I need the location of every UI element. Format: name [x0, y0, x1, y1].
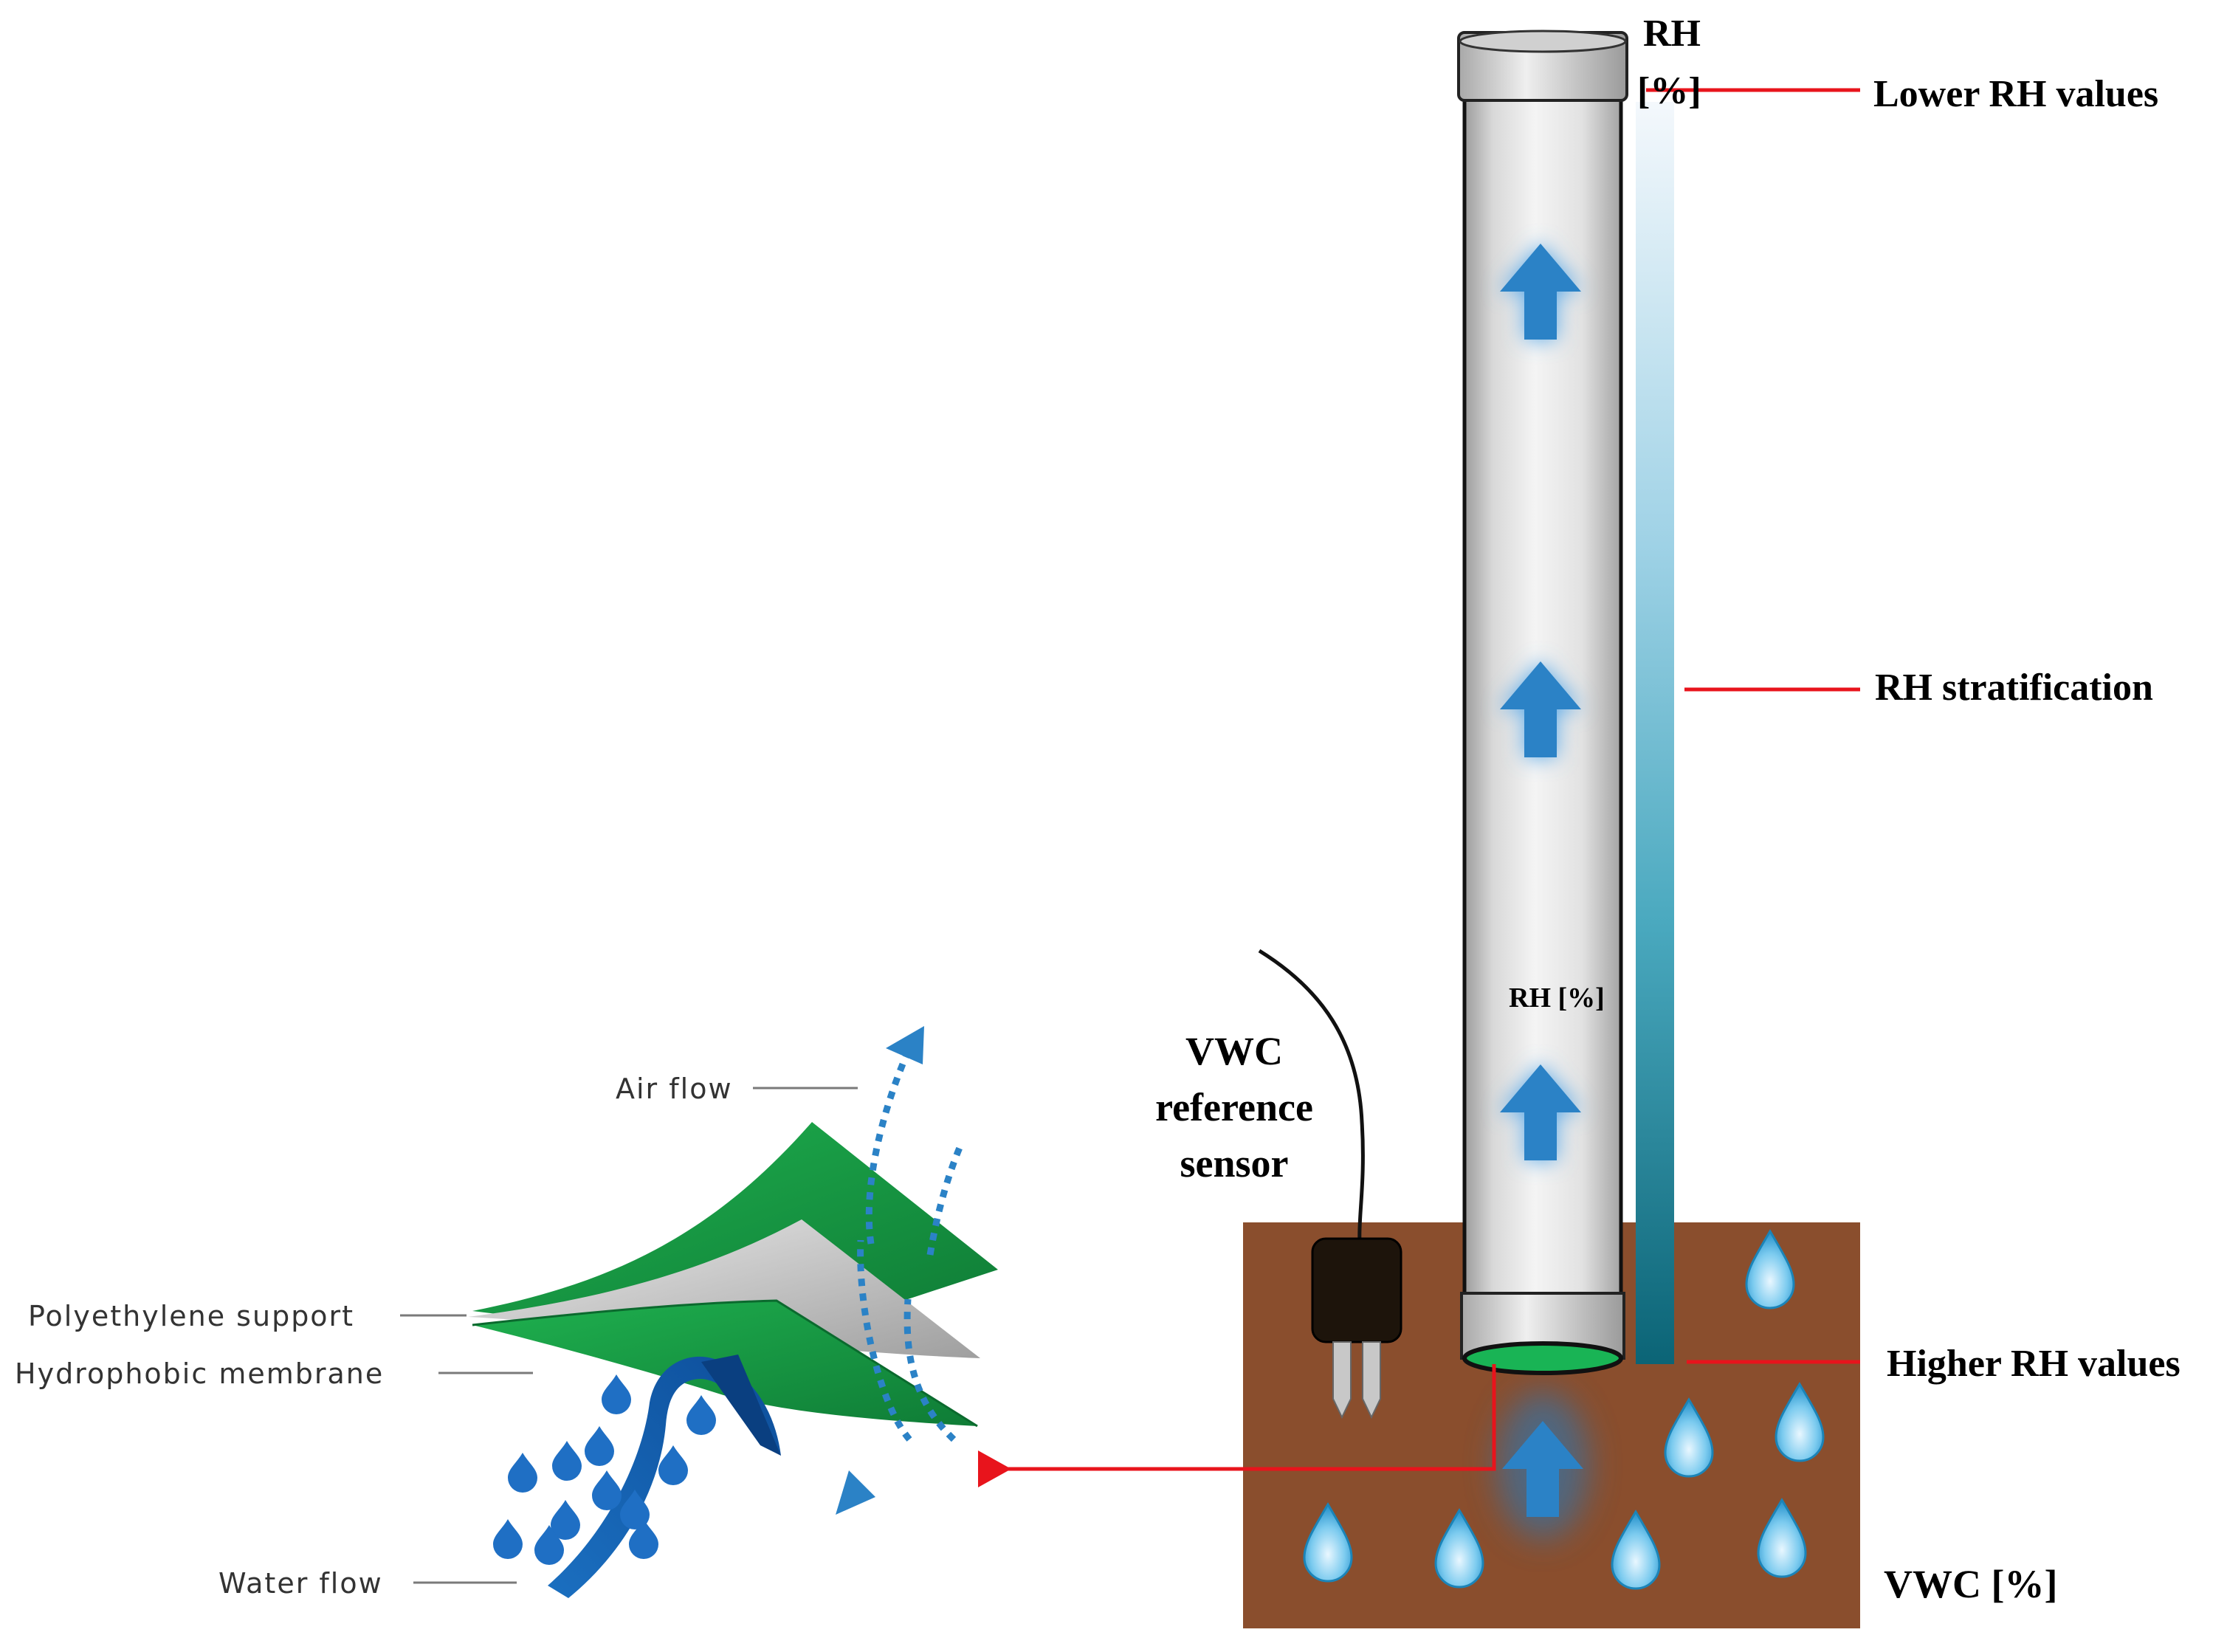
rh-inside-label: RH [%] — [1509, 982, 1605, 1013]
up-arrow-icon — [1500, 661, 1581, 757]
air-flow-up-arrowhead — [886, 1026, 924, 1064]
hydrophobic-label: Hydrophobic membrane — [15, 1357, 384, 1390]
tube-top-cap-rim — [1459, 30, 1627, 53]
up-arrow-icon — [1500, 244, 1581, 340]
rh-gradient-bar — [1636, 102, 1674, 1364]
text-labels: RH [%] Lower RH values RH stratification… — [15, 13, 2180, 1606]
vwc-unit-label: VWC [%] — [1884, 1562, 2057, 1606]
water-droplets — [1303, 1229, 1825, 1590]
annotation-lines — [978, 88, 1860, 1487]
water-drop-icon — [1757, 1498, 1807, 1578]
water-drop-icon — [1745, 1229, 1795, 1309]
sensor-prong — [1362, 1341, 1381, 1419]
water-flow-label: Water flow — [218, 1567, 383, 1600]
air-flow-down-arrowhead — [836, 1470, 875, 1515]
polyethylene-label: Polyethylene support — [28, 1300, 354, 1332]
up-arrow-icon — [1502, 1421, 1583, 1517]
water-flow-ribbon — [548, 1356, 781, 1598]
membrane-detail-arrow — [978, 1364, 1496, 1487]
water-drop-icon — [1434, 1508, 1484, 1589]
air-flow-label: Air flow — [616, 1073, 733, 1105]
up-arrow-icon — [1500, 1064, 1581, 1160]
lower-rh-label: Lower RH values — [1873, 73, 2158, 115]
vwc-sensor-label-line1: VWC — [1185, 1029, 1283, 1073]
air-flow-dots — [857, 1047, 965, 1442]
vwc-sensor-label-line3: sensor — [1180, 1141, 1289, 1185]
rh-top-label-line1: RH — [1643, 13, 1701, 55]
water-drop-icon — [1611, 1510, 1661, 1590]
sensor-body — [1311, 1237, 1402, 1343]
sensor-cable — [1258, 949, 1365, 1242]
water-flow-drops — [493, 1374, 716, 1565]
rh-stratification-label: RH stratification — [1875, 667, 2153, 709]
water-drop-icon — [1303, 1502, 1353, 1583]
hydrophobic-membrane-disc — [1462, 1341, 1623, 1375]
water-drop-icon — [1775, 1382, 1825, 1462]
humidity-up-arrows — [1500, 244, 1583, 1517]
water-drop-icon — [1664, 1397, 1714, 1478]
higher-rh-label: Higher RH values — [1887, 1343, 2180, 1385]
label-leader-lines — [400, 1087, 858, 1584]
membrane-illustration — [400, 1026, 998, 1598]
rh-top-label-line2: [%] — [1637, 70, 1701, 112]
vwc-reference-sensor — [1258, 949, 1402, 1419]
sensor-prong — [1332, 1341, 1352, 1419]
vwc-sensor-label-line2: reference — [1155, 1085, 1313, 1129]
